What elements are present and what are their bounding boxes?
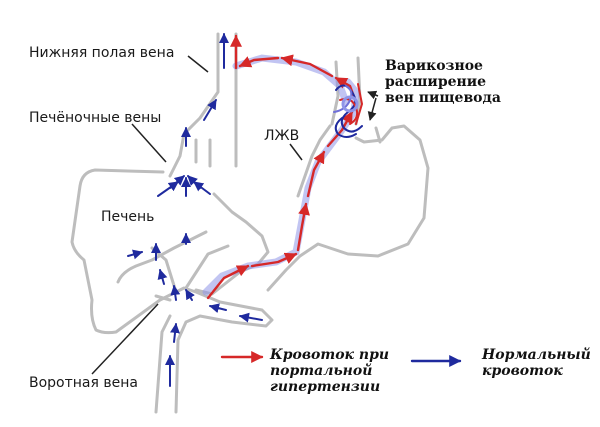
legend-hypertension-text: Кровоток при портальной гипертензии	[270, 347, 389, 395]
hypertension-flow	[206, 34, 358, 300]
label-ivc: Нижняя полая вена	[29, 45, 175, 61]
legend-hypertension-line: портальной	[270, 363, 373, 379]
lgv-overlay	[202, 54, 360, 296]
varices-network	[333, 83, 364, 138]
label-varices-line: расширение	[385, 74, 487, 90]
legend-normal-text: Нормальный кровоток	[482, 347, 591, 379]
legend-normal-line: кровоток	[482, 363, 563, 379]
splenic-stub	[374, 126, 382, 144]
esophagus-left	[330, 60, 340, 126]
liver-inner-lobe	[116, 230, 208, 284]
label-varices-line: Варикозное	[385, 58, 483, 74]
hepatic-vein-branch	[194, 138, 212, 168]
legend-normal-line: Нормальный	[482, 347, 591, 363]
legend-hypertension-line: Кровоток при	[270, 347, 390, 363]
leader-ivc	[187, 55, 209, 73]
label-lgv: ЛЖВ	[264, 128, 300, 144]
ivc-left-wall	[168, 32, 220, 178]
label-varices: Варикозное расширение вен пищевода	[385, 58, 501, 106]
legend-arrows	[220, 351, 462, 367]
leader-varices-2	[367, 97, 377, 121]
label-portal-vein: Воротная вена	[29, 375, 138, 391]
stomach-outline	[266, 124, 430, 292]
leader-lines	[91, 55, 379, 375]
liver-outline	[70, 168, 270, 335]
portal-vein-left	[154, 314, 172, 414]
leader-hepatic	[131, 123, 167, 163]
legend-hypertension-line: гипертензии	[270, 379, 381, 395]
leader-varices-1	[367, 90, 379, 100]
normal-flow-arrows	[127, 33, 263, 387]
leader-portal	[91, 303, 159, 375]
leader-lgv	[289, 143, 303, 161]
label-liver: Печень	[101, 209, 155, 225]
label-hepatic-veins: Печёночные вены	[29, 110, 162, 126]
label-varices-line: вен пищевода	[385, 90, 501, 106]
portal-vein-right	[174, 286, 274, 414]
